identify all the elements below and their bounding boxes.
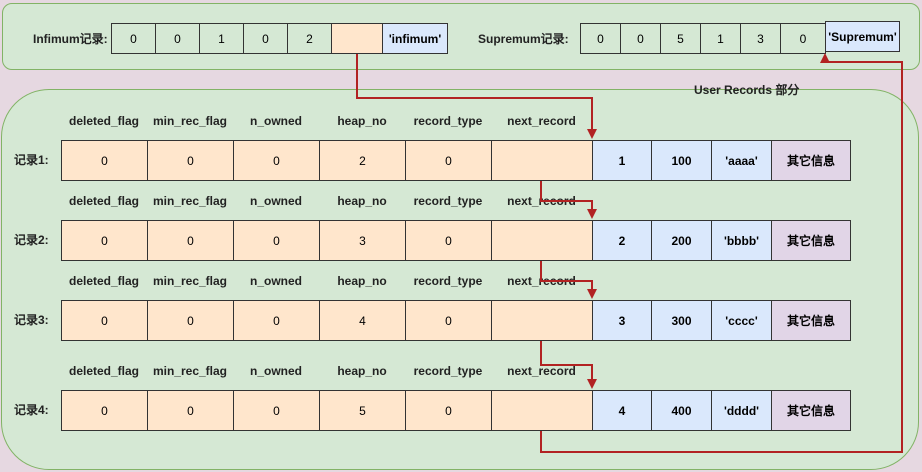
cell-value: 400	[651, 390, 712, 431]
cell-record-type: 0	[405, 220, 492, 261]
record-label: 记录3:	[14, 313, 49, 327]
cell-deleted-flag: 0	[61, 220, 148, 261]
header-n-owned: n_owned	[249, 274, 302, 288]
infimum-cell-content: 'infimum'	[382, 23, 448, 54]
header-record-type: record_type	[413, 194, 483, 208]
cell-id: 1	[592, 140, 652, 181]
user-records-title: User Records 部分	[694, 83, 800, 97]
header-n-owned: n_owned	[249, 114, 302, 128]
cell-name: 'dddd'	[711, 390, 772, 431]
cell-n-owned: 0	[233, 390, 320, 431]
infimum-cell-n-owned: 1	[199, 23, 244, 54]
cell-heap-no: 2	[319, 140, 406, 181]
cell-name: 'cccc'	[711, 300, 772, 341]
supremum-cell-record-type: 3	[740, 23, 781, 54]
cell-n-owned: 0	[233, 300, 320, 341]
cell-record-type: 0	[405, 140, 492, 181]
record-label: 记录4:	[14, 403, 49, 417]
infimum-cell-next-record	[331, 23, 383, 54]
cell-next-record	[491, 140, 593, 181]
cell-heap-no: 3	[319, 220, 406, 261]
header-record-type: record_type	[413, 364, 483, 378]
header-next-record: next_record	[507, 114, 576, 128]
cell-heap-no: 5	[319, 390, 406, 431]
cell-value: 200	[651, 220, 712, 261]
infimum-cell-heap-no: 0	[243, 23, 288, 54]
cell-value: 100	[651, 140, 712, 181]
supremum-cell-min-rec-flag: 0	[620, 23, 661, 54]
header-deleted-flag: deleted_flag	[68, 274, 140, 288]
cell-deleted-flag: 0	[61, 300, 148, 341]
cell-min-rec-flag: 0	[147, 220, 234, 261]
header-heap-no: heap_no	[337, 114, 387, 128]
cell-id: 3	[592, 300, 652, 341]
supremum-cell-heap-no: 1	[700, 23, 741, 54]
header-n-owned: n_owned	[249, 364, 302, 378]
cell-name: 'bbbb'	[711, 220, 772, 261]
cell-min-rec-flag: 0	[147, 140, 234, 181]
cell-min-rec-flag: 0	[147, 390, 234, 431]
header-next-record: next_record	[507, 194, 576, 208]
header-deleted-flag: deleted_flag	[68, 114, 140, 128]
cell-name: 'aaaa'	[711, 140, 772, 181]
supremum-cell-n-owned: 5	[660, 23, 701, 54]
infimum-cell-record-type: 2	[287, 23, 332, 54]
cell-other-info: 其它信息	[771, 300, 851, 341]
cell-id: 4	[592, 390, 652, 431]
cell-next-record	[491, 300, 593, 341]
cell-value: 300	[651, 300, 712, 341]
cell-record-type: 0	[405, 300, 492, 341]
cell-record-type: 0	[405, 390, 492, 431]
header-min-rec-flag: min_rec_flag	[152, 274, 228, 288]
header-deleted-flag: deleted_flag	[68, 194, 140, 208]
header-n-owned: n_owned	[249, 194, 302, 208]
header-record-type: record_type	[413, 274, 483, 288]
infimum-cell-min-rec-flag: 0	[155, 23, 200, 54]
header-record-type: record_type	[413, 114, 483, 128]
record-label: 记录2:	[14, 233, 49, 247]
header-deleted-flag: deleted_flag	[68, 364, 140, 378]
header-heap-no: heap_no	[337, 194, 387, 208]
header-min-rec-flag: min_rec_flag	[152, 114, 228, 128]
cell-next-record	[491, 220, 593, 261]
supremum-cell-next-record: 0	[780, 23, 826, 54]
cell-other-info: 其它信息	[771, 220, 851, 261]
cell-next-record	[491, 390, 593, 431]
cell-min-rec-flag: 0	[147, 300, 234, 341]
infimum-label: Infimum记录:	[33, 32, 108, 46]
infimum-cell-deleted-flag: 0	[111, 23, 156, 54]
supremum-cell-content: 'Supremum'	[825, 21, 900, 52]
header-next-record: next_record	[507, 274, 576, 288]
cell-n-owned: 0	[233, 220, 320, 261]
supremum-cell-deleted-flag: 0	[580, 23, 621, 54]
header-next-record: next_record	[507, 364, 576, 378]
supremum-label: Supremum记录:	[478, 32, 569, 46]
header-heap-no: heap_no	[337, 274, 387, 288]
cell-other-info: 其它信息	[771, 140, 851, 181]
header-heap-no: heap_no	[337, 364, 387, 378]
record-label: 记录1:	[14, 153, 49, 167]
cell-n-owned: 0	[233, 140, 320, 181]
cell-deleted-flag: 0	[61, 140, 148, 181]
header-min-rec-flag: min_rec_flag	[152, 194, 228, 208]
cell-deleted-flag: 0	[61, 390, 148, 431]
cell-other-info: 其它信息	[771, 390, 851, 431]
cell-heap-no: 4	[319, 300, 406, 341]
header-min-rec-flag: min_rec_flag	[152, 364, 228, 378]
cell-id: 2	[592, 220, 652, 261]
